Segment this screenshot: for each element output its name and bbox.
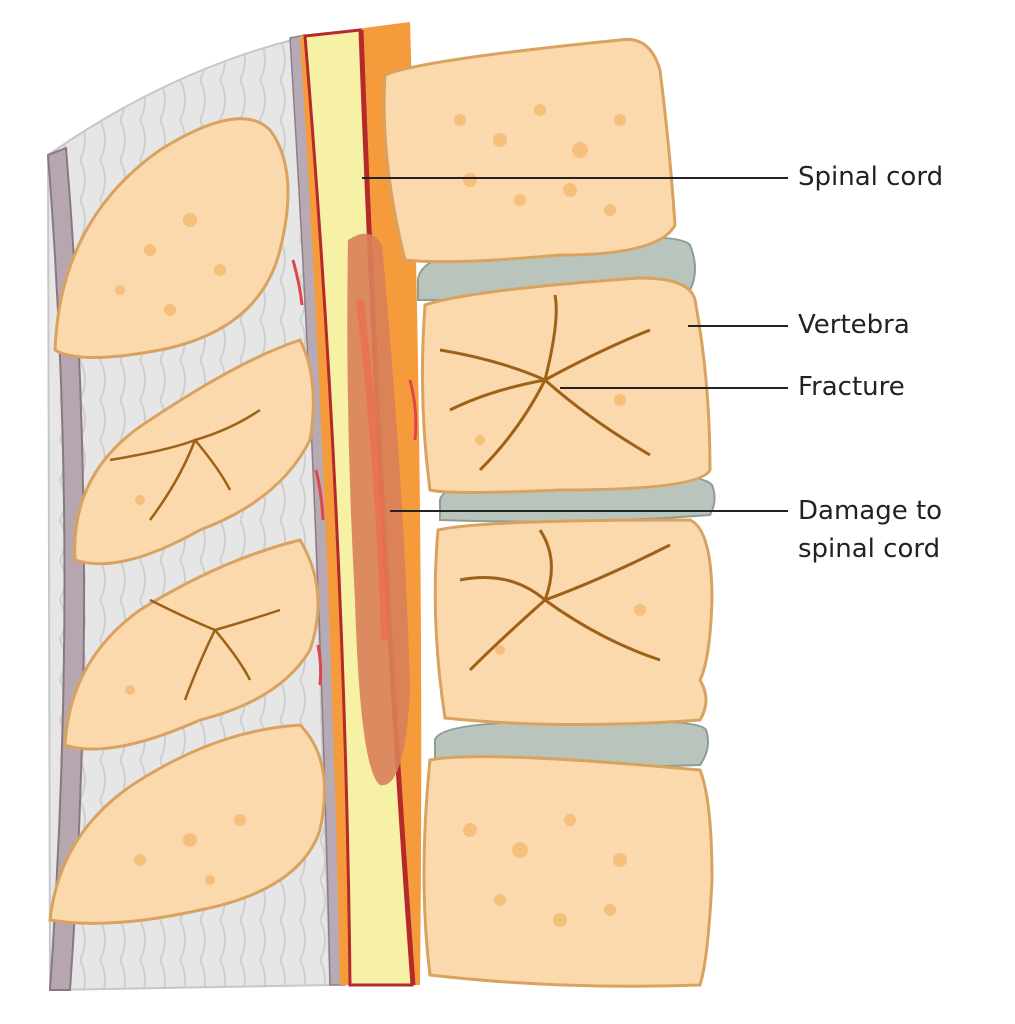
label-vertebra: Vertebra <box>798 310 910 340</box>
leader-lines <box>362 177 788 512</box>
spinous-process <box>53 117 290 359</box>
spinous-process-fractured <box>73 338 315 566</box>
spinous-process-fractured <box>63 538 320 751</box>
label-damage-line2: spinal cord <box>798 534 941 564</box>
hemorrhage-mark <box>316 644 323 686</box>
outer-ligament <box>46 146 86 991</box>
vertebral-body-fractured <box>420 276 712 494</box>
vertebral-body-fractured <box>433 518 714 727</box>
label-spinal-cord: Spinal cord <box>798 162 944 192</box>
hemorrhage-mark <box>314 469 325 521</box>
label-fracture: Fracture <box>798 372 905 402</box>
vertebral-body <box>422 755 714 988</box>
vertebral-body <box>382 37 677 264</box>
bone-spots <box>115 104 646 927</box>
label-damage-line1: Damage to <box>798 496 943 526</box>
spinous-process <box>48 723 326 925</box>
hemorrhage-mark <box>291 259 304 306</box>
hemorrhage-mark <box>408 379 418 441</box>
